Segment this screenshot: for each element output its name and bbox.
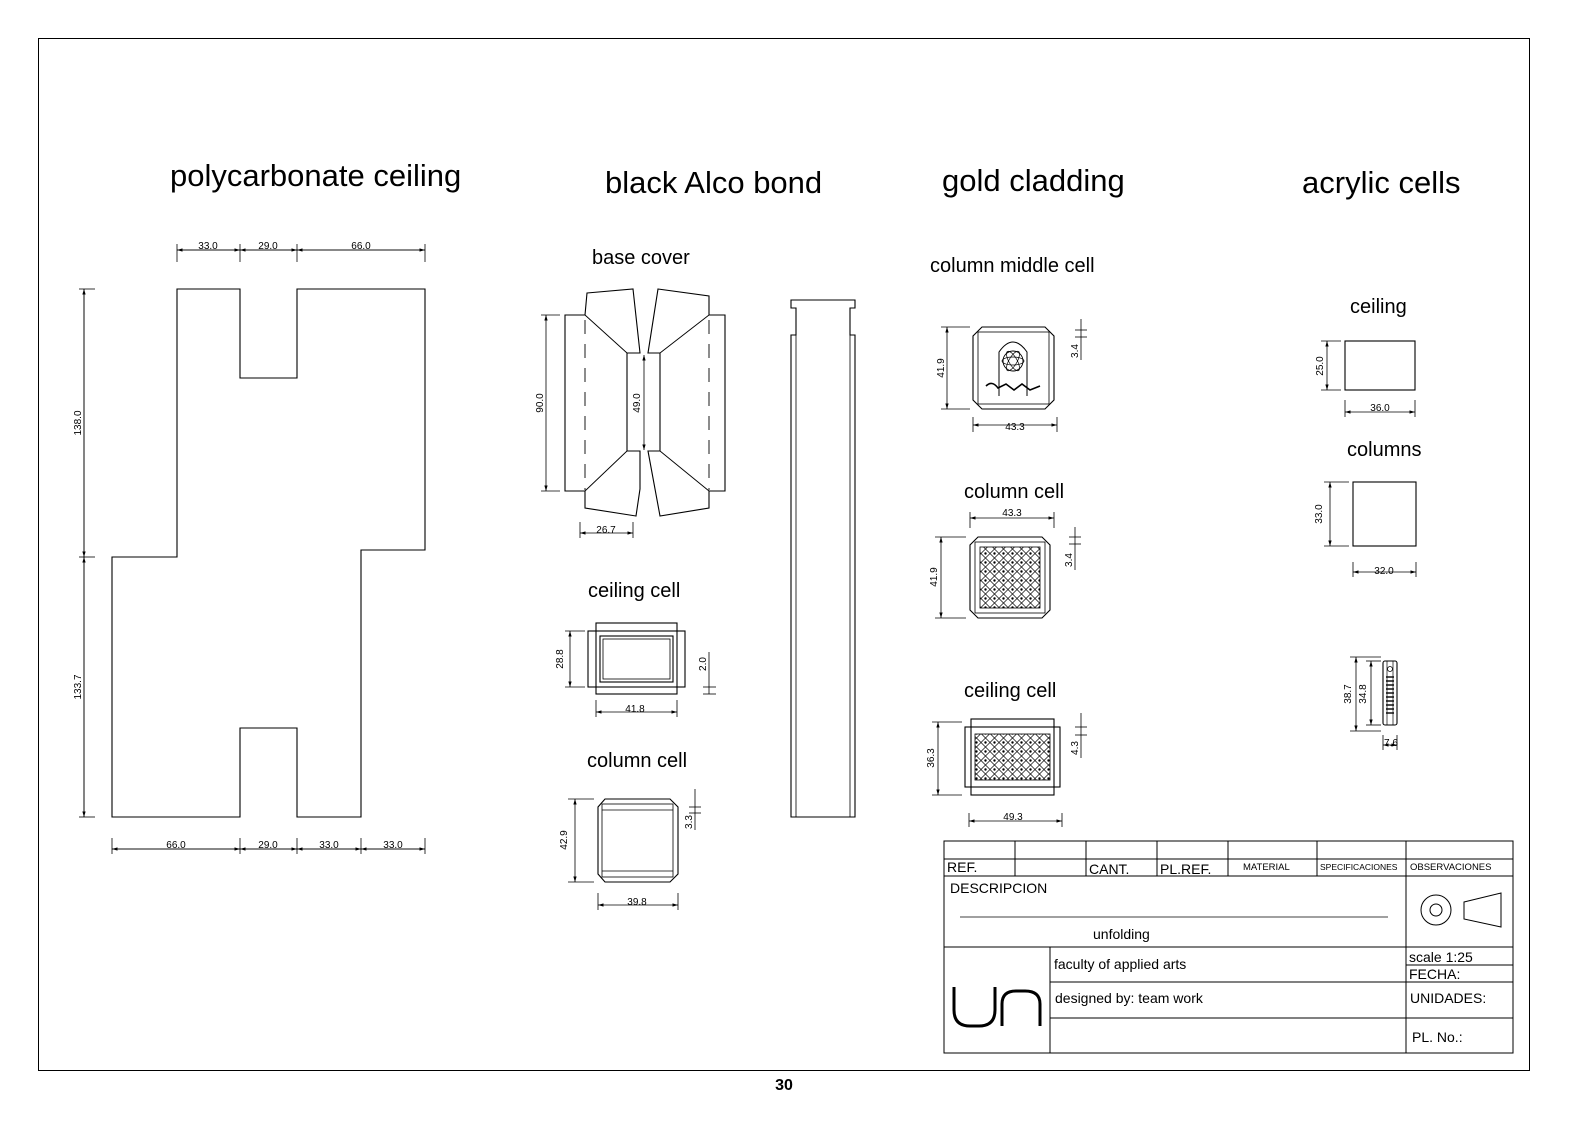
black-alco-bond-heading: black Alco bond xyxy=(605,165,823,200)
dim-gold-middle-h: 41.9 xyxy=(936,358,947,378)
alco-bond-strip-drawing xyxy=(790,299,856,818)
tb-description-value: unfolding xyxy=(1093,926,1150,942)
title-block xyxy=(943,840,1514,1054)
dim-alco-ceiling-h: 28.8 xyxy=(555,649,566,669)
dim-acrylic-side-outer: 38.7 xyxy=(1343,684,1354,704)
alco-column-cell-drawing xyxy=(568,789,701,910)
gold-column-cell-label: column cell xyxy=(964,481,1065,503)
tb-pl-no: PL. No.: xyxy=(1412,1029,1463,1045)
tb-scale: scale 1:25 xyxy=(1409,949,1473,965)
gold-ceiling-cell-drawing xyxy=(932,713,1087,827)
tb-observaciones: OBSERVACIONES xyxy=(1410,862,1492,873)
dim-base-width: 26.7 xyxy=(596,525,616,536)
dim-poly-left-upper: 138.0 xyxy=(73,410,84,435)
dim-gold-ceiling-w: 49.3 xyxy=(1003,812,1023,823)
tb-faculty: faculty of applied arts xyxy=(1054,956,1187,972)
dim-poly-bottom-d: 33.0 xyxy=(383,840,403,851)
polycarbonate-ceiling-heading: polycarbonate ceiling xyxy=(170,158,462,193)
tb-designed: designed by: team work xyxy=(1055,990,1203,1006)
dim-gold-column-w: 43.3 xyxy=(1002,508,1022,519)
tb-unidades: UNIDADES: xyxy=(1410,990,1487,1006)
dim-gold-ceiling-h: 36.3 xyxy=(926,748,937,768)
dim-poly-bottom-b: 29.0 xyxy=(258,840,278,851)
dim-poly-top-c: 66.0 xyxy=(351,241,371,252)
base-cover-label: base cover xyxy=(592,247,690,269)
tb-descripcion: DESCRIPCION xyxy=(950,880,1048,896)
gold-column-cell-drawing xyxy=(935,512,1081,619)
dim-alco-column-w: 39.8 xyxy=(627,897,647,908)
page-number: 30 xyxy=(775,1077,793,1094)
dim-poly-top-a: 33.0 xyxy=(198,241,218,252)
tb-fecha: FECHA: xyxy=(1409,966,1461,982)
dim-gold-middle-w: 43.3 xyxy=(1005,422,1025,433)
dim-acrylic-side-inner: 34.8 xyxy=(1358,684,1369,704)
dim-acrylic-columns-w: 32.0 xyxy=(1374,566,1394,577)
dim-gold-ceiling-t: 4.3 xyxy=(1070,741,1081,755)
dim-poly-left-lower: 133.7 xyxy=(73,674,84,699)
dim-acrylic-ceiling-w: 36.0 xyxy=(1370,403,1390,414)
dim-poly-bottom-c: 33.0 xyxy=(319,840,339,851)
tb-plref: PL.REF. xyxy=(1160,861,1212,877)
dim-base-inner: 49.0 xyxy=(632,393,643,413)
dim-alco-ceiling-t: 2.0 xyxy=(698,657,709,671)
gold-middle-cell-drawing xyxy=(941,319,1087,432)
base-cover-drawing xyxy=(541,288,726,538)
dim-gold-column-h: 41.9 xyxy=(929,567,940,587)
acrylic-side-drawing xyxy=(1350,656,1398,750)
drawing-frame xyxy=(38,38,1530,1071)
dim-alco-ceiling-w: 41.8 xyxy=(625,704,645,715)
alco-ceiling-cell-label: ceiling cell xyxy=(588,580,681,602)
gold-cladding-heading: gold cladding xyxy=(942,163,1125,198)
alco-column-cell-label: column cell xyxy=(587,750,688,772)
gold-middle-cell-label: column middle cell xyxy=(930,255,1095,277)
acrylic-cells-heading: acrylic cells xyxy=(1302,165,1461,200)
dim-acrylic-ceiling-h: 25.0 xyxy=(1315,356,1326,376)
dim-acrylic-columns-h: 33.0 xyxy=(1314,504,1325,524)
acrylic-columns-label: columns xyxy=(1347,439,1422,461)
polycarbonate-ceiling-drawing xyxy=(79,244,426,854)
dim-base-outer: 90.0 xyxy=(535,393,546,413)
dim-gold-column-t: 3.4 xyxy=(1064,553,1075,567)
acrylic-columns-drawing xyxy=(1324,481,1417,577)
dim-alco-column-h: 42.9 xyxy=(559,830,570,850)
dim-poly-top-b: 29.0 xyxy=(258,241,278,252)
alco-ceiling-cell-drawing xyxy=(565,622,716,717)
dimension-labels: 33.0 29.0 66.0 138.0 133.7 66.0 29.0 33.… xyxy=(73,241,1398,908)
tb-ref: REF. xyxy=(947,859,978,875)
dim-acrylic-side-width: 7.6 xyxy=(1384,738,1398,749)
tb-material: MATERIAL xyxy=(1243,862,1290,873)
acrylic-ceiling-drawing xyxy=(1321,340,1416,417)
dim-gold-middle-t: 3.4 xyxy=(1070,344,1081,358)
tb-specs: SPECIFICACIONES xyxy=(1320,862,1398,872)
gold-ceiling-cell-label: ceiling cell xyxy=(964,680,1057,702)
dim-alco-column-t: 3.3 xyxy=(684,815,695,829)
dim-poly-bottom-a: 66.0 xyxy=(166,840,186,851)
tb-cant: CANT. xyxy=(1089,861,1130,877)
acrylic-ceiling-label: ceiling xyxy=(1350,296,1407,318)
